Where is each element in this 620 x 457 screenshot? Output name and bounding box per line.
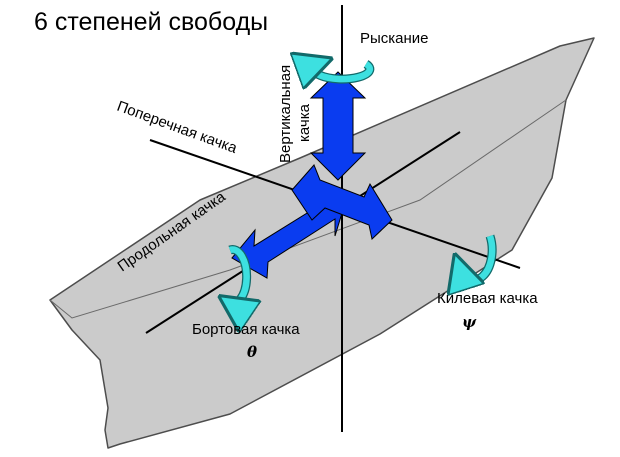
heave-arrow	[309, 71, 367, 181]
diagram-title: 6 степеней свободы	[34, 8, 268, 36]
pitch-symbol: ψ	[462, 313, 477, 331]
hull-deck-edge	[49, 99, 567, 319]
pitch-label: Килевая качка	[437, 290, 538, 307]
roll-label: Бортовая качка	[192, 321, 300, 338]
pitch-rotation-arrow	[458, 234, 497, 280]
sway-label: Поперечная качка	[115, 98, 240, 157]
heave-label-line2: качка	[296, 103, 313, 142]
ship-hull	[49, 37, 595, 449]
heave-label-line1: Вертикальная	[277, 65, 294, 163]
sway-arrow	[291, 164, 393, 240]
yaw-label: Рыскание	[360, 30, 429, 47]
yaw-rotation-arrow	[314, 62, 375, 79]
roll-rotation-arrow	[228, 245, 247, 304]
roll-symbol: θ	[247, 343, 257, 361]
